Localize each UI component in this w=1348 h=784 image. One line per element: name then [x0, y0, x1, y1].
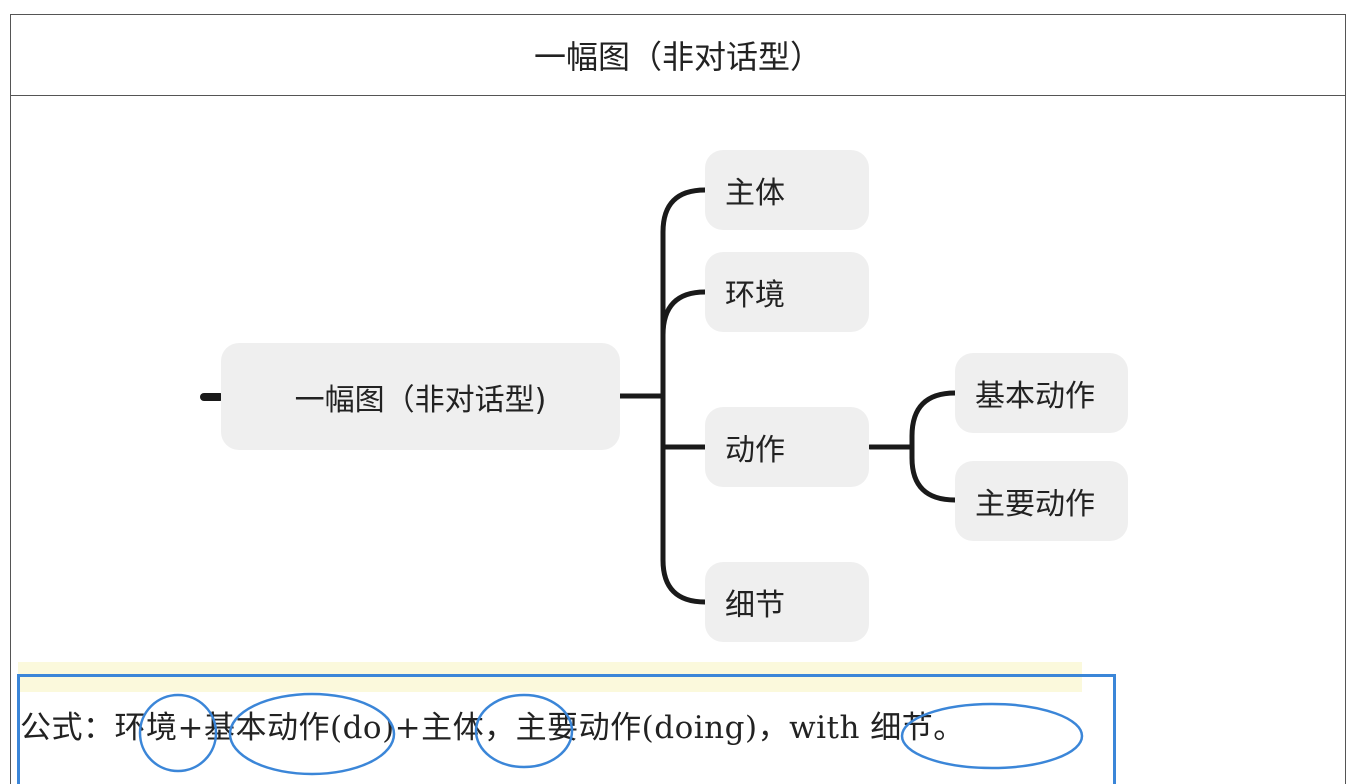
formula-text: 公式：环境+基本动作(do)+主体，主要动作(doing)，with 细节。	[20, 710, 965, 746]
sub-node-label: 基本动作	[975, 379, 1095, 414]
highlight-band	[18, 662, 1082, 692]
branch-node-action: 动作	[705, 407, 869, 487]
branch-node-label: 环境	[725, 278, 785, 313]
formula-annotation-box	[17, 674, 1116, 784]
branch-node-subject: 主体	[705, 150, 869, 230]
branch-node-detail: 细节	[705, 562, 869, 642]
branch-node-label: 主体	[725, 176, 785, 211]
sub-node-main-action: 主要动作	[955, 461, 1128, 541]
root-node-label: 一幅图（非对话型)	[294, 382, 547, 418]
mindmap-root-node: 一幅图（非对话型)	[221, 343, 620, 450]
sub-node-label: 主要动作	[975, 487, 1095, 522]
branch-node-label: 动作	[725, 433, 785, 468]
sub-node-basic-action: 基本动作	[955, 353, 1128, 433]
branch-bracket-connector	[660, 187, 708, 605]
branch-node-environment: 环境	[705, 252, 869, 332]
table-title: 一幅图（非对话型）	[11, 15, 1345, 96]
sub-bracket-connector	[909, 390, 958, 503]
connector-to-environment	[660, 289, 708, 338]
branch-node-label: 细节	[725, 588, 785, 623]
